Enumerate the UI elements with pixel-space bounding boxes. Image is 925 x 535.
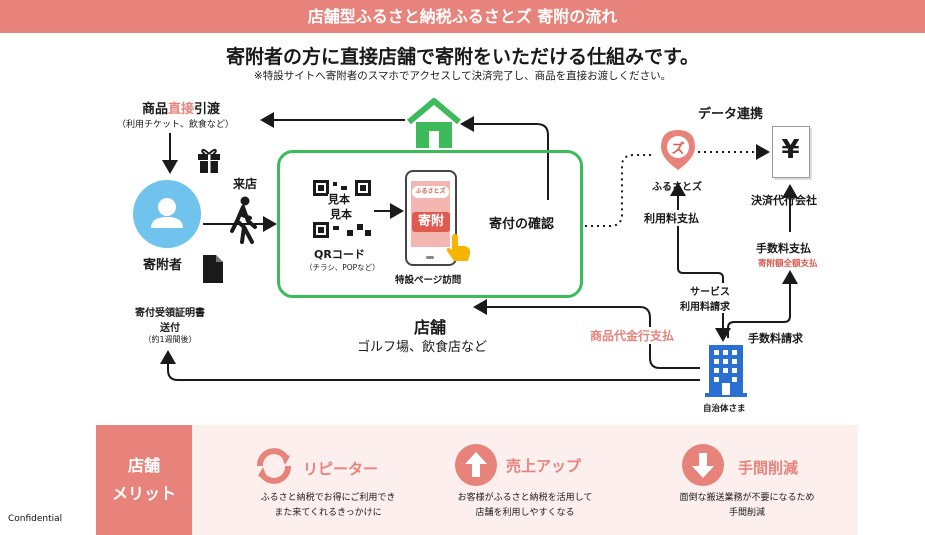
fee-request-label: 手数料請求 xyxy=(748,330,803,346)
donor-avatar xyxy=(133,180,201,248)
qr-sample-mark-2: 見本 xyxy=(330,208,352,221)
merit-heading: 店舗 メリット xyxy=(111,456,176,503)
goods-label: 商品直接引渡 xyxy=(142,102,221,117)
gift-icon xyxy=(198,148,220,173)
arrow-down-icon xyxy=(692,453,714,478)
line-receipt xyxy=(160,350,700,381)
confirm-label: 寄付の確認 xyxy=(489,213,555,232)
qr-sample-mark-1: 見本 xyxy=(328,193,350,206)
merit-desc-effort: 面倒な搬送業務が不要になるため 手間削減 xyxy=(679,493,815,518)
line-confirm-to-house xyxy=(460,116,549,200)
refresh-icon xyxy=(257,448,291,484)
merit-item-sales-circle xyxy=(455,444,497,486)
building-icon xyxy=(705,345,747,397)
data-link-label: データ連携 xyxy=(698,107,764,122)
hand-pointer-icon xyxy=(446,234,471,261)
shop-box xyxy=(277,150,583,298)
shop-label: 店舗 xyxy=(414,318,447,337)
header-band xyxy=(0,0,925,33)
merit-item-effort-circle xyxy=(682,444,724,486)
shop-note: ゴルフ場、飲食店など xyxy=(357,340,488,355)
donor-label: 寄附者 xyxy=(143,258,183,273)
page-visit-label: 特設ページ訪問 xyxy=(395,275,462,286)
arrow-up-icon xyxy=(465,452,487,477)
house-icon xyxy=(407,98,461,148)
walking-person-icon xyxy=(230,196,257,244)
qr-note: （チラシ、POPなど） xyxy=(305,263,380,272)
merit-desc-sales: お客様がふるさと納税を活用して 店舗を利用しやすくなる xyxy=(457,493,593,518)
donate-button[interactable]: 寄附 xyxy=(412,212,450,232)
person-icon xyxy=(151,198,183,228)
line-fee-request xyxy=(727,270,798,338)
document-icon xyxy=(203,255,223,283)
header-title: 店舗型ふるさと納税ふるさとズ 寄附の流れ xyxy=(307,7,618,26)
merit-title-sales: 売上アップ xyxy=(506,457,582,475)
usage-fee-label: 利用料支払 xyxy=(644,210,699,226)
visit-label: 来店 xyxy=(233,177,258,191)
line-service-request xyxy=(677,262,731,342)
yen-icon: ¥ xyxy=(781,135,800,165)
fee-pay-label: 手数料支払 xyxy=(756,240,811,256)
fee-pay-note: 寄附額全額支払 xyxy=(758,259,818,269)
municipality-label: 自治体さま xyxy=(703,404,746,414)
merit-desc-repeater: ふるさと納税でお得にご利用でき また来てくれるきっかけに xyxy=(260,493,396,518)
yen-document: ¥ xyxy=(772,126,810,178)
merit-title-repeater: リピーター xyxy=(303,460,379,478)
phone-banner: ふるさとズ xyxy=(412,186,449,198)
confidential-label: Confidential xyxy=(8,514,63,524)
qr-label: QRコード xyxy=(314,248,365,261)
goods-payment-label: 商品代金行支払 xyxy=(590,327,675,344)
merit-title-effort: 手間削減 xyxy=(738,459,799,477)
goods-note: （利用チケット、飲食など） xyxy=(117,120,234,130)
furusatoz-mark: ズ xyxy=(671,142,685,157)
headline: 寄附者の方に直接店舗で寄附をいただける仕組みです。 xyxy=(225,46,700,68)
receipt-label: 寄付受領証明書 送付 （約1週間後） xyxy=(135,308,205,344)
qr-code-icon xyxy=(313,180,371,238)
subline: ※特設サイトへ寄附者のスマホでアクセスして決済完了し、商品を直接お渡しください。 xyxy=(253,70,672,82)
furusatoz-label: ふるさとズ xyxy=(652,182,702,193)
agency-label: 決済代行会社 xyxy=(751,194,817,207)
merit-item-repeat-icon xyxy=(252,444,296,488)
map-pin-icon xyxy=(661,130,695,170)
phone-home-bar xyxy=(426,256,434,259)
service-request-label: サービス 利用料請求 xyxy=(680,283,730,313)
merit-heading-box xyxy=(96,425,192,535)
